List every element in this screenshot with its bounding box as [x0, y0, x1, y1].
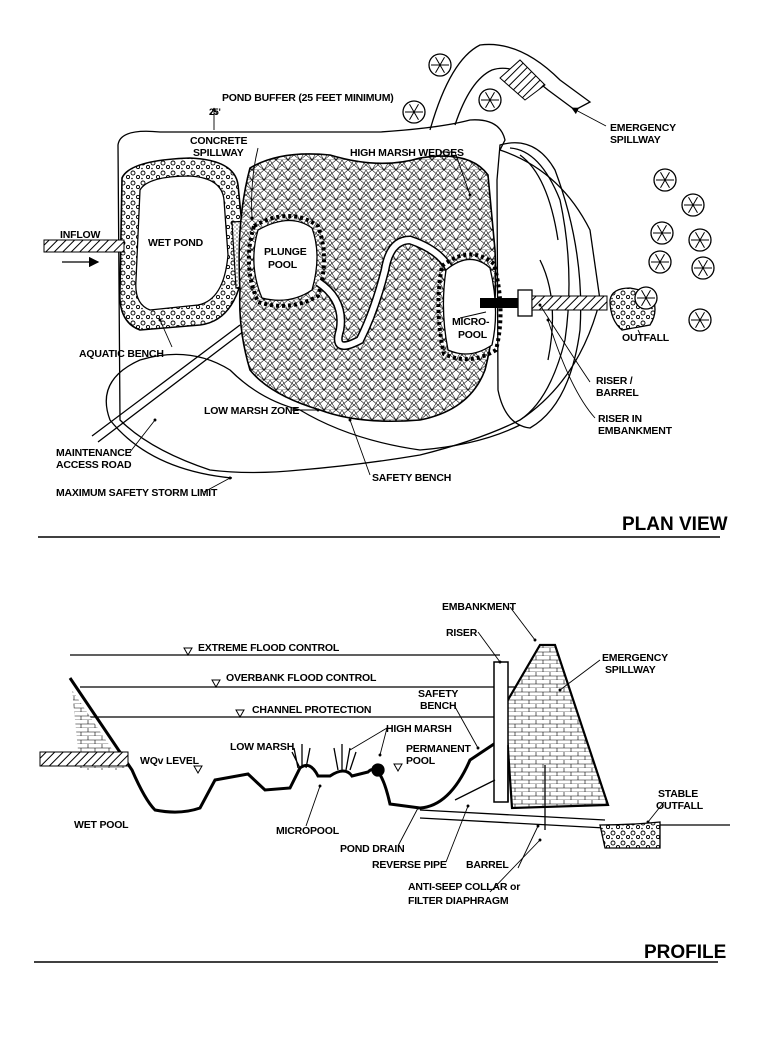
inflow-label: INFLOW [60, 229, 100, 241]
tree-icon [688, 308, 712, 332]
max-safety-storm-label: MAXIMUM SAFETY STORM LIMIT [56, 487, 218, 499]
micropool-label-1: MICRO- [452, 316, 490, 328]
emergency-spillway-plan-label-1: EMERGENCY [610, 122, 676, 134]
riser-in-embankment-label-1: RISER IN [598, 413, 642, 425]
extreme-flood-label: EXTREME FLOOD CONTROL [198, 642, 340, 654]
tree-icon [428, 53, 452, 77]
profile-riser [493, 661, 509, 803]
embankment-plan [496, 142, 582, 429]
level-markers [183, 647, 403, 775]
high-marsh-wedges-label: HIGH MARSH WEDGES [350, 147, 464, 159]
barrel-label: BARREL [466, 859, 509, 871]
permanent-pool-label-1: PERMANENT [406, 743, 471, 755]
tree-icon [691, 256, 715, 280]
profile-view: EMBANKMENT RISER EMERGENCY SPILLWAY EXTR… [34, 601, 730, 963]
plunge-pool-label-1: PLUNGE [264, 246, 307, 258]
inflow-pipe [43, 239, 125, 253]
emergency-spillway-plan [429, 43, 592, 131]
high-marsh-label: HIGH MARSH [386, 723, 452, 735]
wet-pond-water [135, 175, 229, 311]
emergency-spillway-plan-label-2: SPILLWAY [610, 134, 661, 146]
safety-bench-profile-label-1: SAFETY [418, 688, 458, 700]
riser-plan [517, 289, 533, 317]
emergency-spillway-profile-label-1: EMERGENCY [602, 652, 668, 664]
anti-seep-label-1: ANTI-SEEP COLLAR or [408, 881, 520, 893]
wet-pond-label: WET POND [148, 237, 204, 249]
overbank-flood-label: OVERBANK FLOOD CONTROL [226, 672, 377, 684]
micropool [442, 258, 497, 355]
outfall-label: OUTFALL [622, 332, 670, 344]
wet-pool-label: WET POOL [74, 819, 129, 831]
micropool-label-2: POOL [458, 329, 488, 341]
safety-bench-plan-label: SAFETY BENCH [372, 472, 451, 484]
profile-inflow-pipe [39, 751, 129, 767]
riser-barrel-label-1: RISER / [596, 375, 633, 387]
maintenance-road [91, 324, 245, 443]
plunge-pool [253, 219, 318, 301]
permanent-pool-label-2: POOL [406, 755, 436, 767]
profile-barrel [419, 809, 606, 829]
tree-icon [648, 250, 672, 274]
micropool-profile-label: MICROPOOL [276, 825, 340, 837]
barrel-plan [480, 298, 518, 308]
tree-icon [478, 88, 502, 112]
marsh-plants [291, 744, 385, 777]
aquatic-bench-label: AQUATIC BENCH [79, 348, 164, 360]
low-marsh-zone-label: LOW MARSH ZONE [204, 405, 299, 417]
trees [402, 53, 715, 332]
profile-reverse-pipe [454, 779, 496, 801]
tree-icon [688, 228, 712, 252]
tree-icon [402, 100, 426, 124]
plunge-pool-label-2: POOL [268, 259, 298, 271]
riser-in-embankment-label-2: EMBANKMENT [598, 425, 673, 437]
maintenance-road-label-1: MAINTENANCE [56, 447, 132, 459]
wqv-level-label: WQv LEVEL [140, 755, 200, 767]
profile-embankment [503, 643, 610, 810]
pond-profile [68, 677, 507, 814]
tree-icon [634, 286, 658, 310]
tree-icon [653, 168, 677, 192]
tree-icon [650, 221, 674, 245]
concrete-spillway-label-2: SPILLWAY [193, 147, 244, 159]
plan-view: 25' POND BUFFER (25 FEET MINIMUM) CONCRE… [38, 43, 728, 538]
channel-protection-label: CHANNEL PROTECTION [252, 704, 371, 716]
maintenance-road-label-2: ACCESS ROAD [56, 459, 132, 471]
concrete-spillway-label-1: CONCRETE [190, 135, 248, 147]
pond-drain-label: POND DRAIN [340, 843, 405, 855]
emergency-spillway-profile-label-2: SPILLWAY [605, 664, 656, 676]
marsh-area [238, 153, 497, 423]
profile-outfall [599, 821, 661, 849]
plan-view-title: PLAN VIEW [622, 514, 728, 535]
buffer-dim-label: 25' [209, 107, 221, 117]
stable-outfall-label-2: OUTFALL [656, 800, 704, 812]
anti-seep-label-2: FILTER DIAPHRAGM [408, 895, 509, 907]
riser-label: RISER [446, 627, 478, 639]
riser-barrel-label-2: BARREL [596, 387, 639, 399]
profile-title: PROFILE [644, 942, 726, 963]
pond-buffer-outline [117, 119, 601, 474]
stable-outfall-label-1: STABLE [658, 788, 698, 800]
low-marsh-label: LOW MARSH [230, 741, 294, 753]
safety-bench-profile-label-2: BENCH [420, 700, 456, 712]
reverse-pipe-label: REVERSE PIPE [372, 859, 447, 871]
embankment-label: EMBANKMENT [442, 601, 517, 613]
pond-buffer-label: POND BUFFER (25 FEET MINIMUM) [222, 92, 394, 104]
tree-icon [681, 193, 705, 217]
